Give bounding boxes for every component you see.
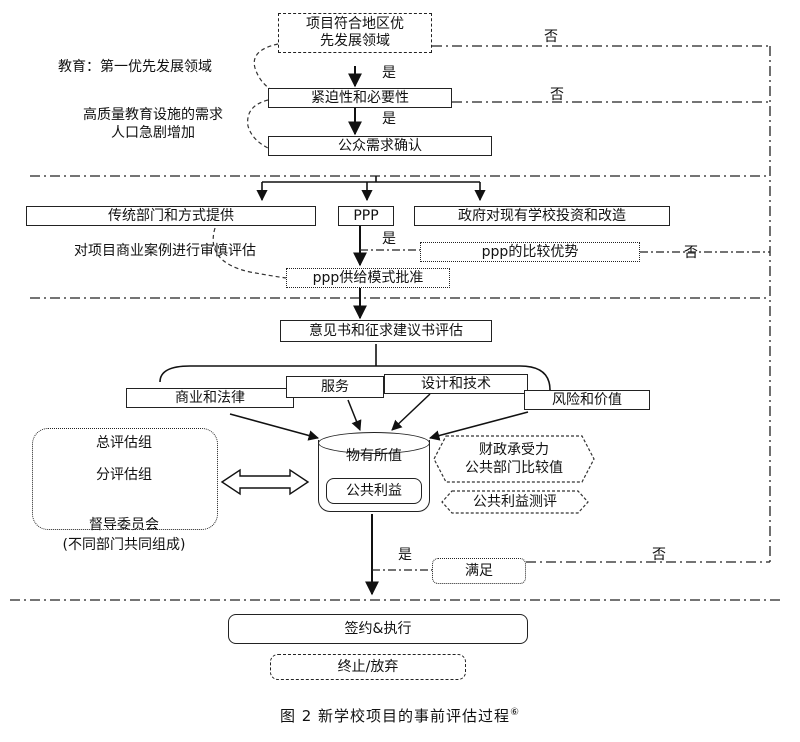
box-service: 服务 [286, 376, 384, 398]
box-design: 设计和技术 [384, 374, 528, 394]
box-ppp-approval: ppp供给模式批准 [286, 268, 450, 288]
group-note: (不同部门共同组成) [62, 537, 186, 553]
no-label-advantage: 否 [684, 245, 698, 261]
curve-business-review [212, 227, 287, 279]
arrow-service-cyl [347, 399, 362, 431]
box-ppp-advantage: ppp的比较优势 [420, 242, 640, 262]
figure-caption: 图 2 新学校项目的事前评估过程⑥ [279, 707, 521, 725]
yes-label-ppp: 是 [382, 231, 396, 247]
yes-label-2: 是 [382, 111, 396, 127]
box-terminate: 终止/放弃 [270, 654, 466, 680]
group-steering: 督导委员会 [89, 517, 159, 533]
cylinder-top [318, 432, 430, 454]
box-gov-investment: 政府对现有学校投资和改造 [414, 206, 670, 226]
note-business-review: 对项目商业案例进行审慎评估 [74, 243, 256, 259]
box-risk: 风险和价值 [524, 390, 650, 410]
box-public-interest: 公共利益 [326, 478, 422, 504]
evaluation-group [32, 428, 218, 530]
yes-label-1: 是 [382, 65, 396, 81]
box-opinion-review: 意见书和征求建议书评估 [280, 320, 492, 342]
group-total: 总评估组 [96, 435, 152, 451]
group-sub: 分评估组 [96, 467, 152, 483]
hex-finance-shape [433, 435, 595, 483]
arrow-legal-cyl [229, 413, 320, 441]
cylinder-value-label: 物有所值 [346, 448, 402, 464]
box-priority-area: 项目符合地区优 先发展领域 [278, 13, 432, 53]
no-label-satisfy: 否 [652, 547, 666, 563]
no-label-2: 否 [550, 87, 564, 103]
yes-label-satisfy: 是 [398, 547, 412, 563]
no-label-1: 否 [544, 29, 558, 45]
box-urgency: 紧迫性和必要性 [268, 88, 452, 108]
double-arrow [220, 468, 310, 496]
arrow-risk-cyl [428, 411, 529, 441]
opinion-bracket [159, 365, 551, 391]
box-satisfy: 满足 [432, 558, 526, 584]
box-traditional: 传统部门和方式提供 [26, 206, 316, 226]
hex-test-label: 公共利益测评 [473, 494, 557, 510]
note-urgency: 高质量教育设施的需求 人口急剧增加 [83, 107, 223, 141]
box-public-need: 公众需求确认 [268, 136, 492, 156]
note-priority: 教育：第一优先发展领域 [58, 59, 212, 75]
hex-finance-label: 财政承受力 公共部门比较值 [465, 442, 563, 476]
arrow-design-cyl [391, 393, 431, 431]
caption-footnote-ref: ⑥ [510, 707, 521, 718]
box-legal: 商业和法律 [126, 388, 294, 408]
box-ppp: PPP [338, 206, 394, 226]
box-sign-execute: 签约&执行 [228, 614, 528, 644]
hex-test-shape [441, 490, 589, 514]
brace-priority [253, 43, 279, 93]
brace-urgency [247, 99, 269, 149]
